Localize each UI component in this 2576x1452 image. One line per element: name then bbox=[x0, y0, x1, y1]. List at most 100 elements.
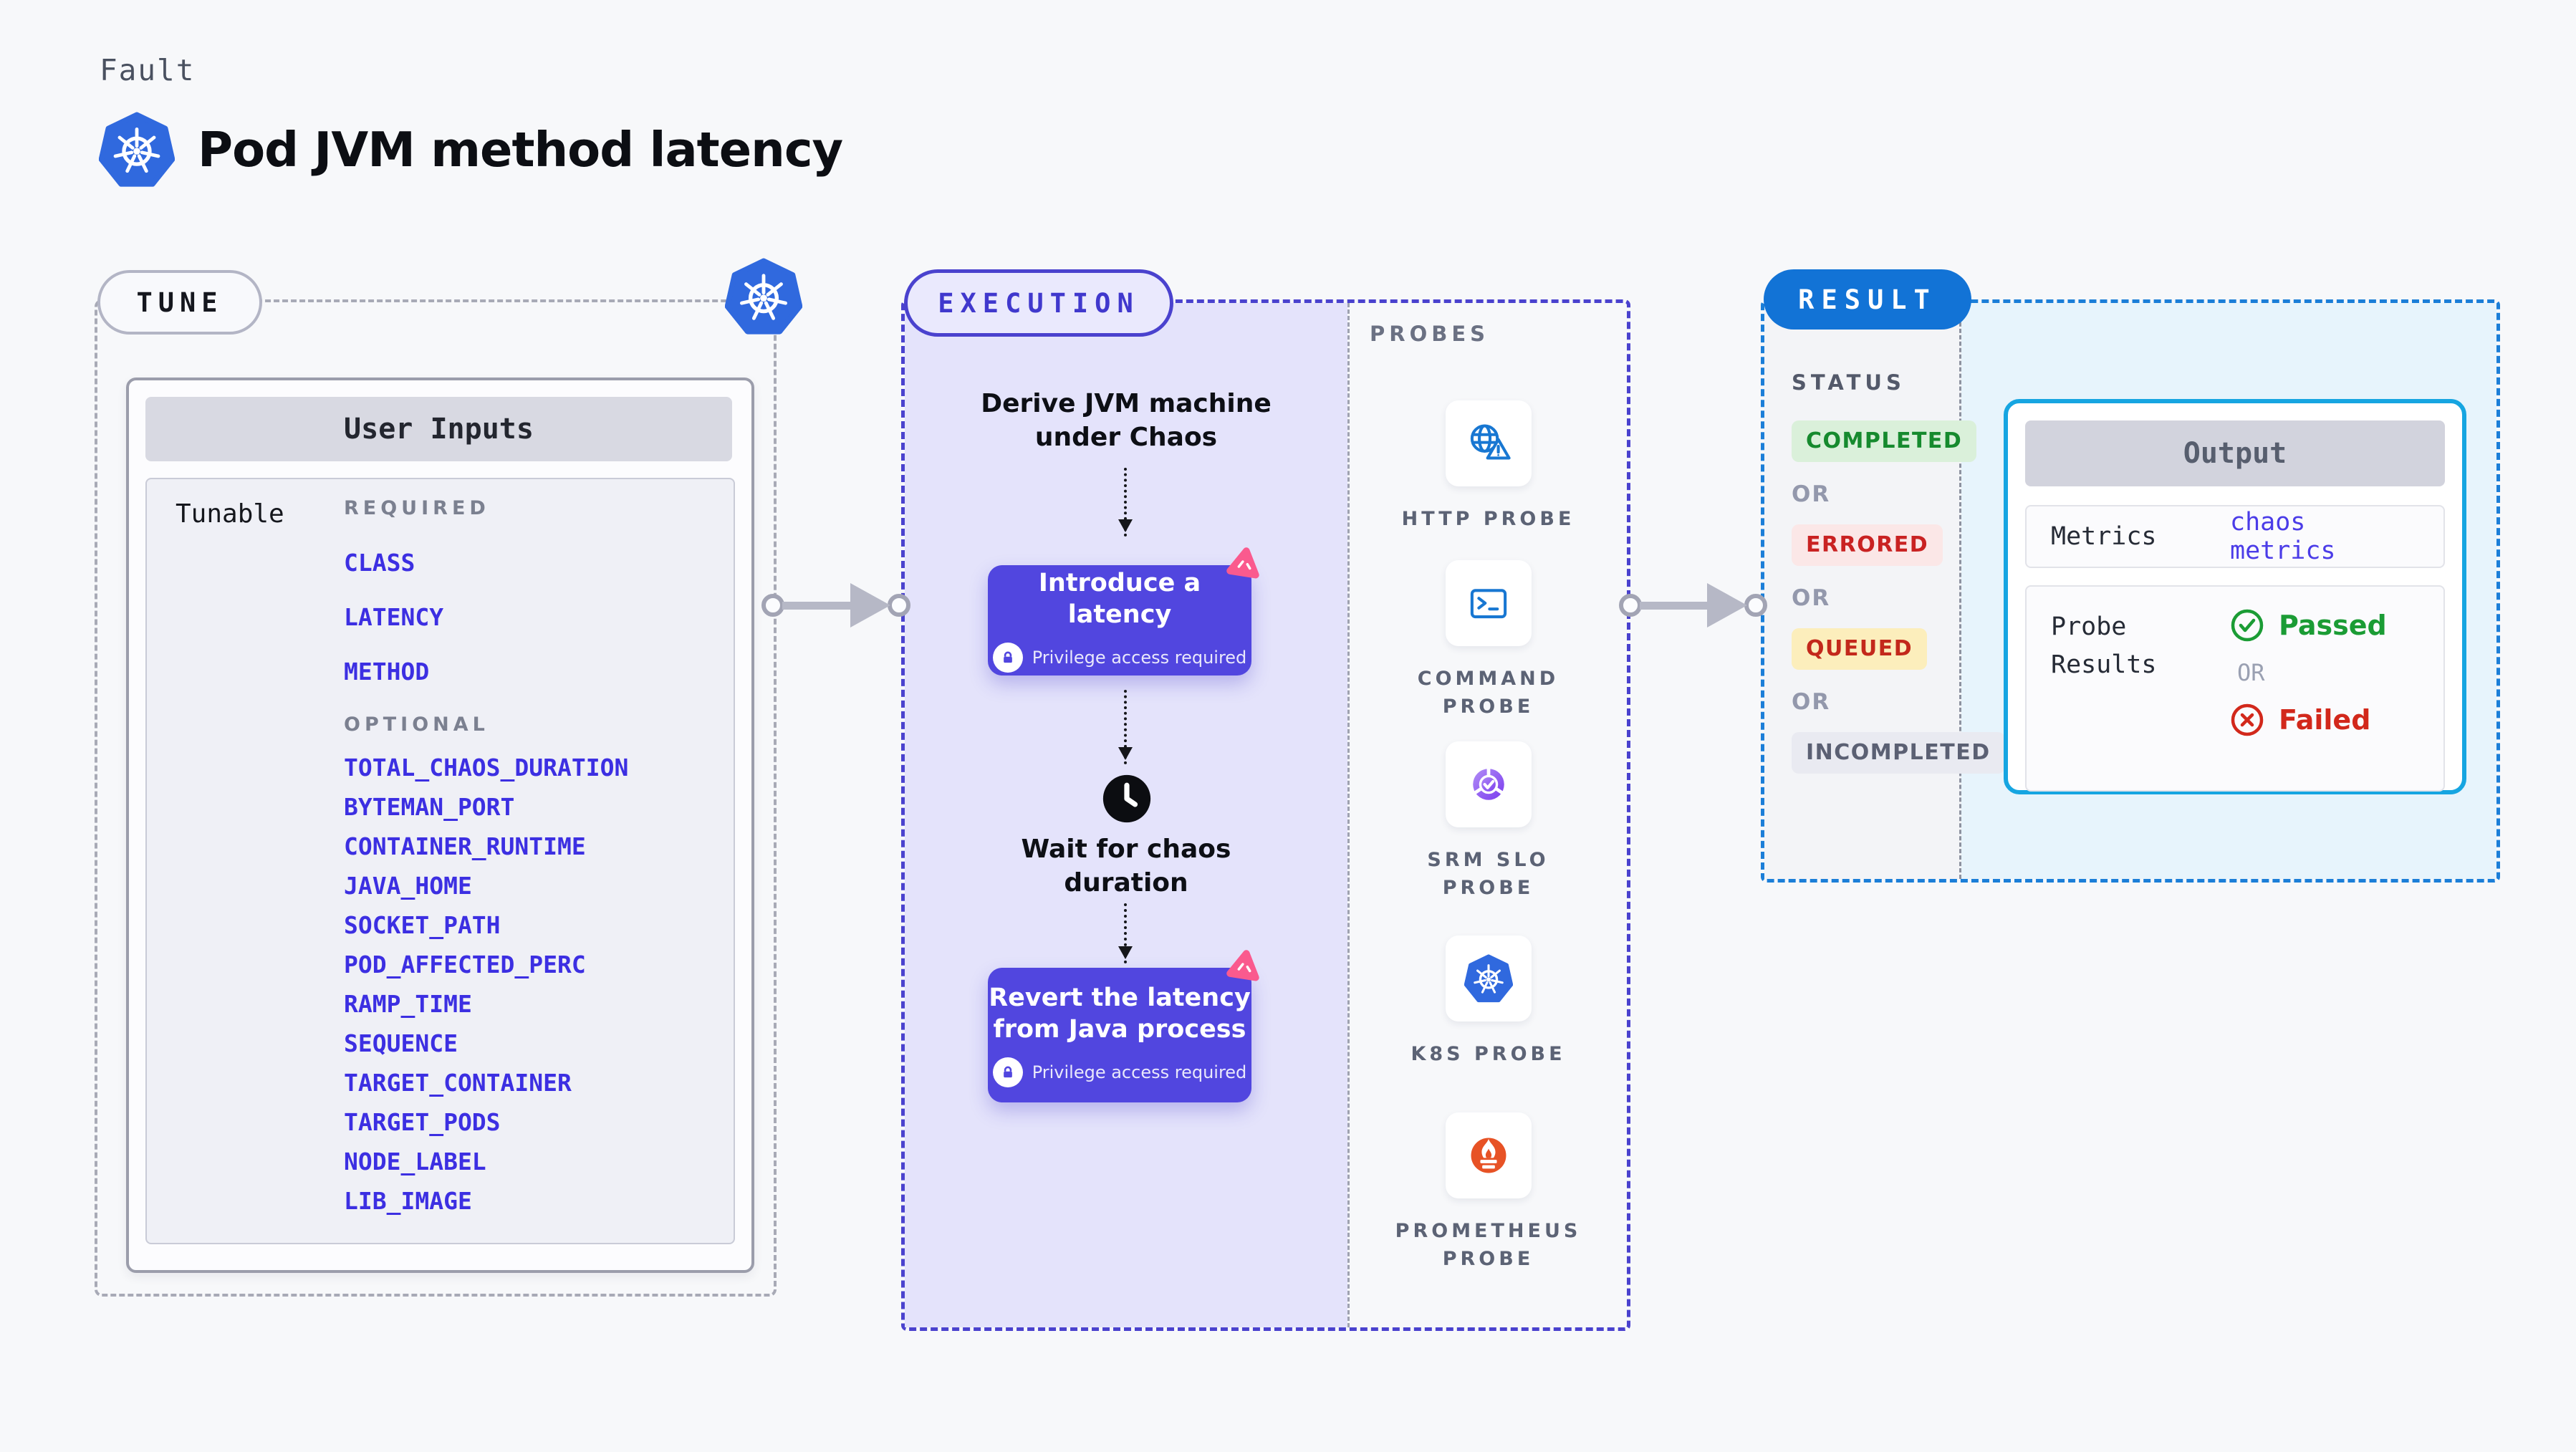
title-row: Pod JVM method latency bbox=[99, 112, 843, 188]
terminal-icon bbox=[1470, 589, 1506, 619]
arrow-start-dot bbox=[1619, 594, 1642, 617]
command-probe-card bbox=[1445, 560, 1532, 646]
status-heading: STATUS bbox=[1792, 370, 1905, 395]
chaos-badge-icon bbox=[1226, 950, 1259, 981]
clock-icon bbox=[1102, 774, 1151, 823]
status-column bbox=[1764, 303, 1959, 879]
probe-item: SRM SLO PROBE bbox=[1350, 741, 1627, 902]
probe-item: K8S PROBE bbox=[1350, 936, 1627, 1068]
probe-results-label: Probe Results bbox=[2051, 612, 2157, 679]
result-label: RESULT bbox=[1798, 284, 1937, 315]
tune-label-pill: TUNE bbox=[97, 270, 262, 335]
srm-slo-probe-card bbox=[1445, 741, 1532, 827]
probe-name: K8S PROBE bbox=[1410, 1043, 1566, 1065]
privilege-note: Privilege access required bbox=[1032, 647, 1247, 668]
tunable-item: SEQUENCE bbox=[344, 1029, 458, 1057]
slo-donut-icon bbox=[1472, 768, 1504, 800]
prometheus-probe-card bbox=[1445, 1112, 1532, 1198]
tunable-item: LIB_IMAGE bbox=[344, 1187, 472, 1215]
x-circle-icon bbox=[2231, 703, 2264, 736]
introduce-latency-label: Introduce a latency bbox=[1038, 569, 1201, 629]
introduce-latency-step: Introduce a latency Privilege access req… bbox=[988, 547, 1259, 675]
kubernetes-icon bbox=[99, 112, 175, 187]
tunable-panel: Tunable REQUIRED CLASS LATENCY METHOD OP… bbox=[145, 478, 735, 1244]
tunable-item: LATENCY bbox=[344, 603, 444, 631]
tunable-item: BYTEMAN_PORT bbox=[344, 793, 515, 821]
k8s-probe-card bbox=[1445, 936, 1532, 1021]
probes-section: PROBES HTTP PROBE bbox=[1347, 303, 1627, 1327]
tunable-group-label: Tunable bbox=[176, 499, 284, 529]
tunable-item: SOCKET_PATH bbox=[344, 911, 501, 939]
probe-name: PROMETHEUS PROBE bbox=[1395, 1220, 1582, 1271]
execution-label-pill: EXECUTION bbox=[904, 269, 1173, 337]
execution-label: EXECUTION bbox=[938, 287, 1140, 319]
tunable-item: NODE_LABEL bbox=[344, 1148, 486, 1175]
tunable-item: TARGET_PODS bbox=[344, 1108, 501, 1136]
kubernetes-icon bbox=[1464, 954, 1513, 1003]
failed-label: Failed bbox=[2279, 704, 2371, 736]
probe-item: COMMAND PROBE bbox=[1350, 560, 1627, 721]
result-label-pill: RESULT bbox=[1764, 269, 1971, 330]
status-output-divider bbox=[1959, 303, 1961, 879]
kubernetes-icon bbox=[725, 258, 802, 335]
output-title: Output bbox=[2025, 420, 2445, 486]
output-panel: Output Metrics chaos metrics Probe Resul… bbox=[2004, 399, 2466, 794]
or-separator: OR bbox=[1792, 689, 1831, 715]
probe-results-row: Probe Results Passed OR bbox=[2025, 585, 2445, 792]
status-list: COMPLETED OR ERRORED OR QUEUED OR INCOMP… bbox=[1792, 420, 2005, 774]
user-inputs-title: User Inputs bbox=[145, 397, 732, 461]
metrics-value: chaos metrics bbox=[2230, 508, 2336, 565]
lock-icon bbox=[992, 1057, 1023, 1087]
probes-heading: PROBES bbox=[1370, 322, 1490, 346]
tunable-item: POD_AFFECTED_PERC bbox=[344, 951, 586, 979]
globe-alert-icon bbox=[1470, 424, 1511, 460]
derive-step-text: Derive JVM machine under Chaos bbox=[981, 389, 1272, 452]
probe-item: HTTP PROBE bbox=[1350, 400, 1627, 533]
tune-to-execution-arrow bbox=[761, 580, 910, 630]
status-badge-completed: COMPLETED bbox=[1792, 420, 1977, 462]
privilege-row: Privilege access required bbox=[992, 1057, 1247, 1087]
tune-label: TUNE bbox=[136, 287, 224, 318]
step-connector-arrow bbox=[1118, 468, 1133, 537]
arrow-shaft bbox=[782, 601, 852, 610]
arrow-head bbox=[1707, 583, 1747, 628]
probe-name: COMMAND PROBE bbox=[1417, 668, 1559, 718]
tunable-item: JAVA_HOME bbox=[344, 872, 472, 900]
revert-latency-step: Revert the latency from Java process Pri… bbox=[988, 950, 1259, 1102]
or-separator: OR bbox=[2237, 659, 2265, 686]
revert-latency-label: Revert the latency from Java process bbox=[989, 984, 1251, 1044]
execution-section-box: Derive JVM machine under Chaos Introduce… bbox=[901, 299, 1630, 1331]
or-separator: OR bbox=[1792, 585, 1831, 611]
probe-item: PROMETHEUS PROBE bbox=[1350, 1112, 1627, 1273]
fault-eyebrow: Fault bbox=[100, 53, 196, 87]
lock-icon bbox=[992, 642, 1023, 673]
result-section-box: STATUS COMPLETED OR ERRORED OR QUEUED OR… bbox=[1761, 299, 2500, 883]
passed-label: Passed bbox=[2279, 610, 2387, 641]
metrics-row: Metrics chaos metrics bbox=[2025, 505, 2445, 568]
status-badge-queued: QUEUED bbox=[1792, 628, 1928, 670]
wait-step-text: Wait for chaos duration bbox=[1021, 835, 1231, 898]
arrow-end-dot bbox=[1744, 594, 1767, 617]
failed-result: Failed bbox=[2230, 703, 2370, 737]
tunable-item: CLASS bbox=[344, 549, 415, 577]
arrow-head bbox=[850, 583, 890, 628]
chaos-badge-icon bbox=[1226, 547, 1259, 579]
privilege-row: Privilege access required bbox=[992, 642, 1247, 673]
prometheus-icon bbox=[1471, 1138, 1506, 1173]
tune-section-box bbox=[95, 299, 777, 1297]
step-connector-arrow bbox=[1118, 903, 1133, 963]
privilege-note: Privilege access required bbox=[1032, 1062, 1247, 1082]
arrow-end-dot bbox=[888, 594, 910, 617]
tunable-item: TARGET_CONTAINER bbox=[344, 1069, 572, 1097]
execution-to-result-arrow bbox=[1619, 580, 1767, 630]
page-title: Pod JVM method latency bbox=[198, 122, 843, 178]
passed-result: Passed bbox=[2230, 608, 2387, 643]
arrow-shaft bbox=[1640, 601, 1709, 610]
status-badge-errored: ERRORED bbox=[1792, 524, 1943, 566]
probe-name: HTTP PROBE bbox=[1401, 508, 1575, 530]
check-circle-icon bbox=[2231, 609, 2264, 642]
step-connector-arrow bbox=[1118, 690, 1133, 764]
arrow-start-dot bbox=[761, 594, 784, 617]
probe-results-values: Passed OR Failed bbox=[2230, 608, 2387, 769]
